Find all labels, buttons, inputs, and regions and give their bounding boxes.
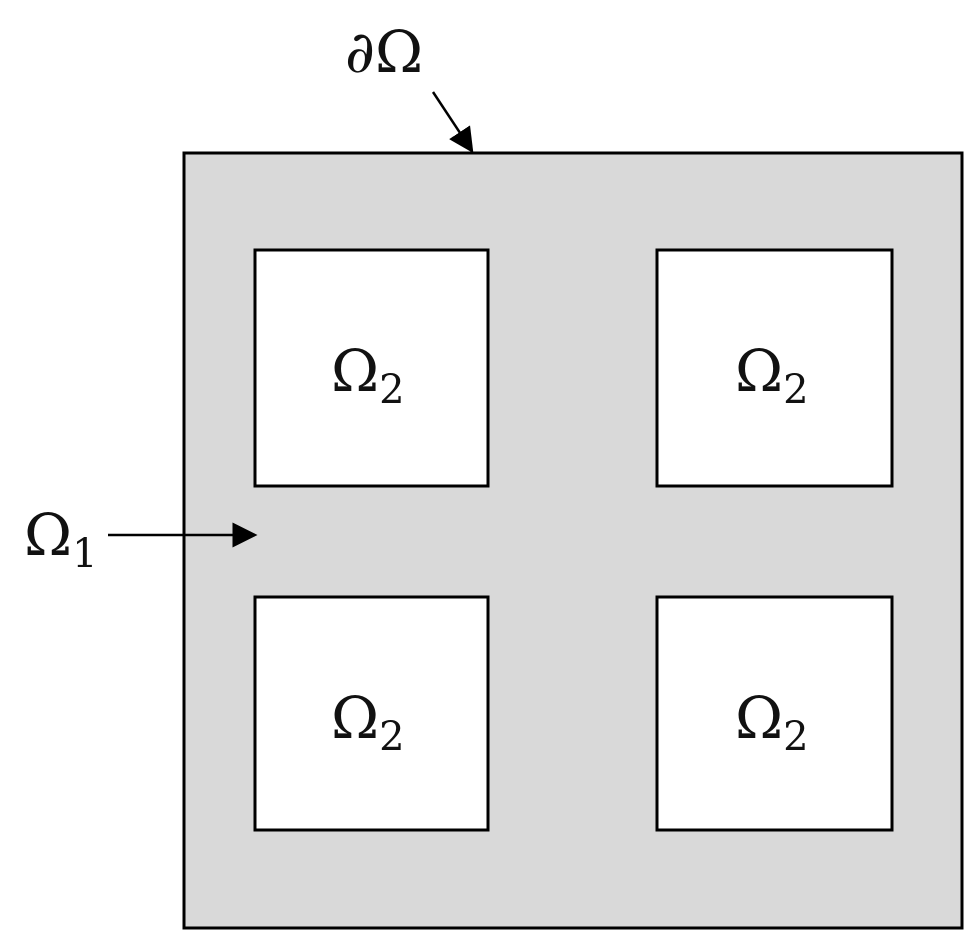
boundary-omega-symbol: Ω	[375, 18, 423, 86]
inclusion-label-top-left: Ω2	[331, 337, 405, 413]
boundary-label: ∂Ω	[345, 18, 423, 86]
boundary-partial-symbol: ∂	[345, 18, 375, 86]
inclusion-subscript: 2	[379, 367, 404, 413]
inclusion-label-top-right: Ω2	[735, 337, 809, 413]
inclusion-bottom-left	[253, 595, 490, 832]
inclusion-label-bottom-right: Ω2	[735, 684, 809, 760]
inclusion-top-right	[655, 248, 894, 488]
inclusion-omega-symbol: Ω	[331, 684, 379, 752]
boundary-arrow	[431, 91, 474, 154]
inclusion-subscript: 2	[379, 714, 404, 760]
inclusion-label-bottom-left: Ω2	[331, 684, 405, 760]
inclusion-subscript: 2	[783, 367, 808, 413]
inclusion-subscript: 2	[783, 714, 808, 760]
inclusion-top-left	[253, 248, 490, 488]
outer-region-omega-symbol: Ω	[24, 501, 72, 569]
outer-region-subscript: 1	[72, 531, 97, 577]
outer-region-label: Ω1	[24, 501, 98, 577]
inclusion-omega-symbol: Ω	[331, 337, 379, 405]
inclusion-bottom-right	[655, 595, 894, 832]
inclusion-omega-symbol: Ω	[735, 337, 783, 405]
inclusion-omega-symbol: Ω	[735, 684, 783, 752]
